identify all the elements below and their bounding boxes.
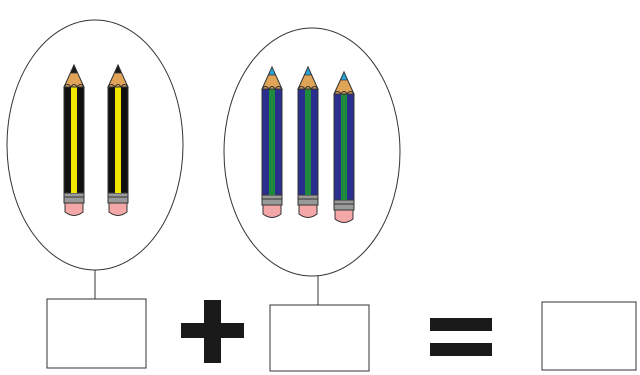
pencil-stripe: [115, 87, 121, 193]
pencil-icon: [107, 63, 129, 216]
pencil-ferrule: [63, 192, 85, 204]
pencil-ferrule: [297, 194, 319, 206]
pencil-icon: [63, 63, 85, 216]
pencil-ferrule: [261, 194, 283, 206]
pencil-icon: [297, 65, 319, 218]
pencil-stripe: [341, 94, 347, 200]
answer-box-2[interactable]: [269, 304, 370, 372]
pencil-ferrule: [107, 192, 129, 204]
pencil-tip: [69, 64, 79, 74]
equals-sign-icon: [430, 318, 492, 356]
answer-box-1[interactable]: [46, 298, 147, 369]
pencil-tip: [303, 66, 313, 76]
pencil-wood: [63, 63, 85, 88]
plus-sign-icon: [181, 300, 244, 363]
pencil-tip: [267, 66, 277, 76]
pencil-wood: [107, 63, 129, 88]
group-a-ellipse: [6, 19, 184, 271]
pencil-wood-edge: [107, 84, 129, 88]
group-a: [6, 19, 184, 299]
pencil-eraser: [262, 204, 282, 218]
group-b-ellipse: [223, 27, 401, 277]
pencil-wood: [297, 65, 319, 90]
answer-box-3[interactable]: [541, 301, 637, 371]
pencil-wood-edge: [63, 84, 85, 88]
pencil-stripe: [71, 87, 77, 193]
group-b-pencils: [261, 65, 355, 223]
pencil-tip: [113, 64, 123, 74]
pencil-stripe: [269, 89, 275, 195]
pencil-wood-edge: [261, 86, 283, 90]
group-a-pencils: [63, 63, 129, 216]
pencil-wood: [261, 65, 283, 90]
group-b: [223, 27, 401, 305]
pencil-eraser: [64, 202, 84, 216]
pencil-wood-edge: [333, 91, 355, 95]
pencil-eraser: [334, 209, 354, 223]
pencil-ferrule: [333, 199, 355, 211]
pencil-tip: [339, 71, 349, 81]
pencil-stripe: [305, 89, 311, 195]
pencil-icon: [261, 65, 283, 218]
pencil-wood-edge: [297, 86, 319, 90]
pencil-eraser: [108, 202, 128, 216]
pencil-icon: [333, 70, 355, 223]
pencil-wood: [333, 70, 355, 95]
pencil-eraser: [298, 204, 318, 218]
